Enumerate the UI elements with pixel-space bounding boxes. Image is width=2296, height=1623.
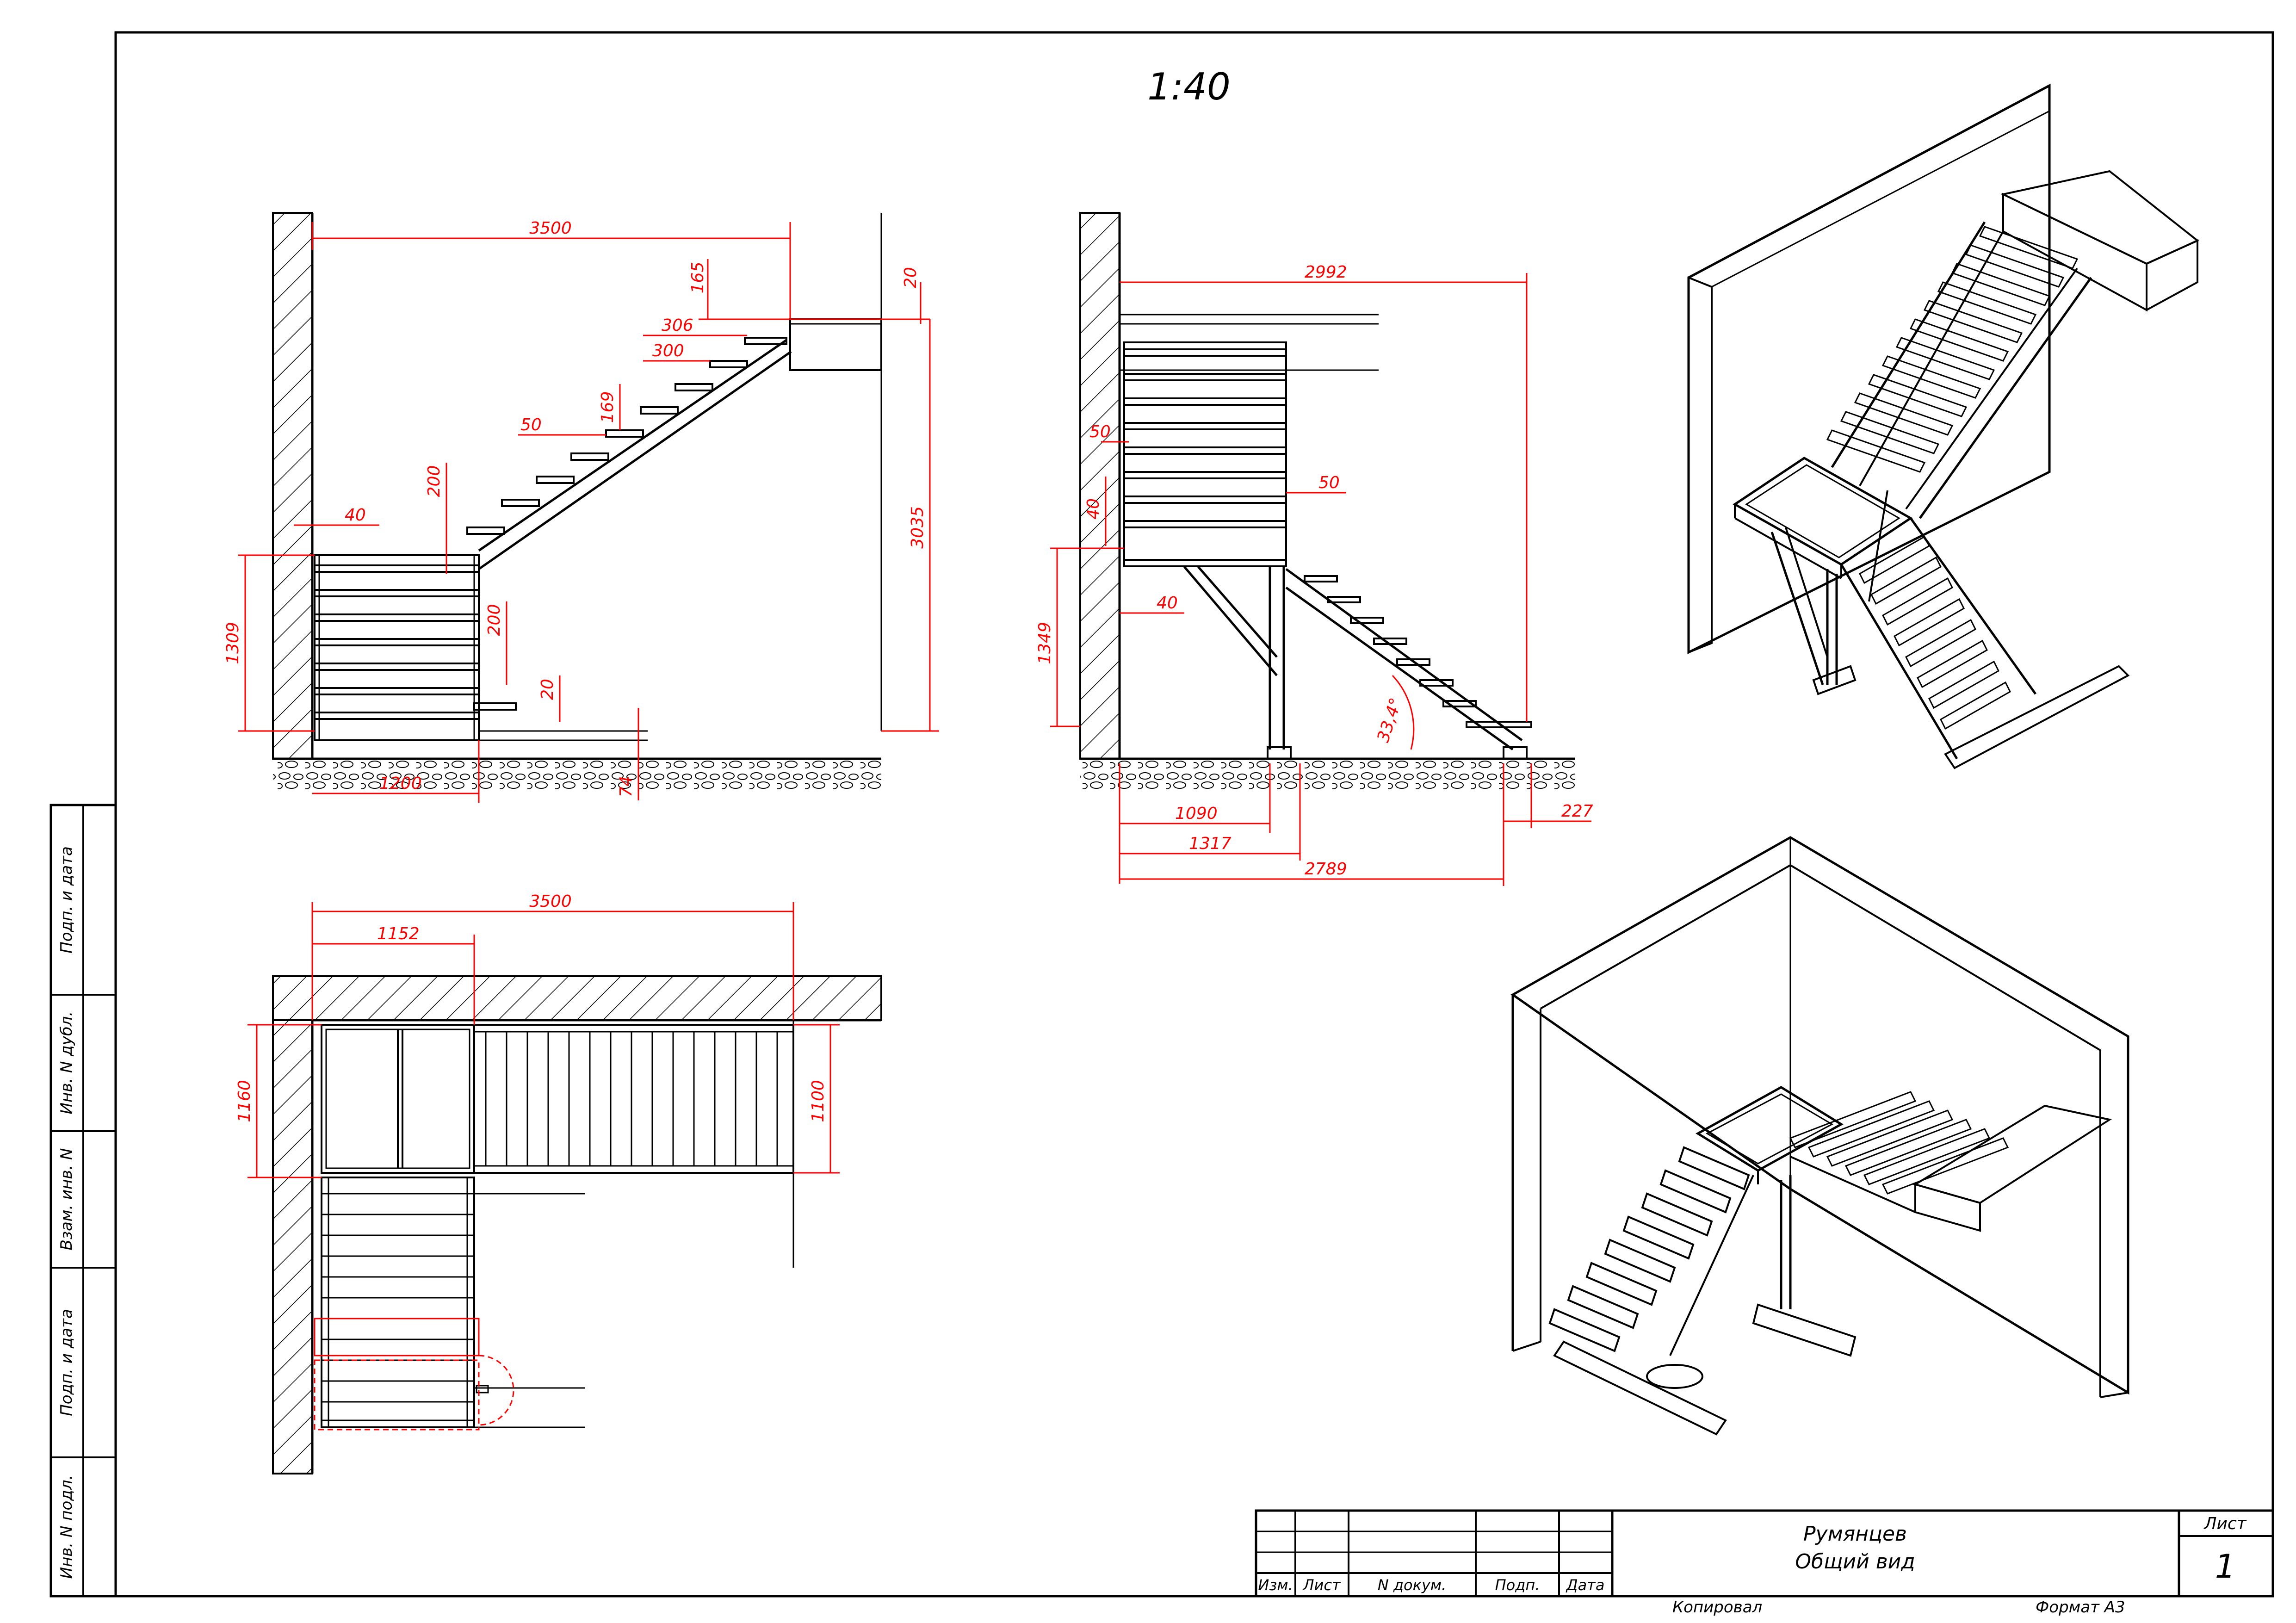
dim-plan-1152: 1152 [377, 924, 420, 943]
front-landing [314, 554, 517, 741]
dim-front-20-low: 20 [538, 679, 557, 700]
tb-sheet-number: 1 [2215, 1548, 2236, 1586]
dim-side-2992: 2992 [1305, 263, 1347, 282]
dim-front-200-upper: 200 [425, 465, 444, 497]
tb-author: Румянцев [1803, 1522, 1907, 1546]
tb-copied: Копировал [1672, 1598, 1762, 1617]
dim-front-169: 169 [598, 391, 617, 423]
iso-top-upper-flight [1826, 221, 2092, 519]
front-view: 3500 165 20 306 300 169 50 200 40 3035 [223, 212, 939, 803]
side-treads [1304, 575, 1532, 728]
iso-top-landing [1733, 457, 1913, 695]
iso-bottom-landing [1696, 1086, 1857, 1357]
plan-lower-run [321, 1177, 475, 1428]
dim-side-1349: 1349 [1035, 622, 1054, 664]
dim-side-50b: 50 [1318, 473, 1340, 492]
dim-front-306: 306 [662, 316, 693, 335]
tb-format: Формат А3 [2036, 1598, 2125, 1617]
dim-front-74: 74 [617, 776, 636, 797]
iso-bottom-lower-flight [1548, 1146, 1754, 1436]
tb-col-data: Дата [1566, 1576, 1605, 1594]
tb-col-podp: Подп. [1495, 1576, 1540, 1594]
side-view: 2992 50 50 40 40 1349 33,4° 1090 1317 [1035, 212, 1593, 886]
dim-side-40h: 40 [1157, 594, 1178, 613]
tb-col-list: Лист [1302, 1576, 1341, 1594]
tb-col-ndoc: N докум. [1378, 1576, 1446, 1594]
dim-front-200-lower: 200 [485, 604, 504, 636]
side-label-4: Подп. и дата [57, 1309, 76, 1416]
plan-upper-run [473, 1024, 794, 1174]
side-label-1: Подп. и дата [57, 846, 76, 954]
dim-side-50a: 50 [1089, 422, 1111, 441]
tb-sheet-label: Лист [2203, 1514, 2246, 1533]
dim-front-300: 300 [652, 341, 684, 360]
dim-front-1309: 1309 [223, 622, 242, 664]
dim-front-3035: 3035 [908, 506, 927, 549]
dim-side-angle: 33,4° [1374, 695, 1405, 744]
iso-bottom-upper-flight [1789, 1091, 2009, 1213]
side-landing [1123, 341, 1287, 567]
dim-front-1200: 1200 [379, 774, 422, 793]
scale-label: 1:40 [1147, 65, 1231, 108]
tb-drawing-title: Общий вид [1795, 1550, 1915, 1573]
side-label-3: Взам. инв. N [57, 1148, 76, 1251]
dim-front-20-top: 20 [901, 267, 920, 288]
dim-side-40v: 40 [1084, 498, 1103, 520]
dim-front-3500: 3500 [529, 219, 572, 238]
plan-dimensions: 3500 1152 1160 1100 [235, 892, 840, 1431]
iso-view-top [1687, 83, 2199, 769]
tb-col-izm: Изм. [1258, 1576, 1293, 1594]
iso-top-lower-flight [1840, 517, 2130, 769]
dim-side-2789: 2789 [1305, 860, 1347, 879]
dim-side-1317: 1317 [1189, 834, 1232, 853]
side-label-5: Инв. N подл. [57, 1475, 76, 1579]
side-strip: Подп. и дата Инв. N дубл. Взам. инв. N П… [50, 804, 117, 1598]
dim-plan-1100: 1100 [809, 1080, 828, 1122]
plan-view: 3500 1152 1160 1100 [235, 892, 882, 1474]
dim-front-50: 50 [520, 415, 542, 434]
title-block: Изм. Лист N докум. Подп. Дата Румянцев О… [1255, 1509, 2274, 1617]
dim-plan-1160: 1160 [235, 1080, 254, 1122]
iso-view-bottom [1510, 836, 2129, 1436]
dim-plan-3500: 3500 [529, 892, 572, 911]
dim-side-227: 227 [1561, 802, 1593, 821]
dim-front-40: 40 [345, 506, 366, 525]
dim-side-1090: 1090 [1175, 804, 1218, 823]
side-label-2: Инв. N дубл. [57, 1011, 76, 1115]
front-dimensions: 3500 165 20 306 300 169 50 200 40 3035 [223, 219, 939, 803]
front-treads [466, 337, 787, 535]
dim-front-165: 165 [688, 262, 707, 294]
